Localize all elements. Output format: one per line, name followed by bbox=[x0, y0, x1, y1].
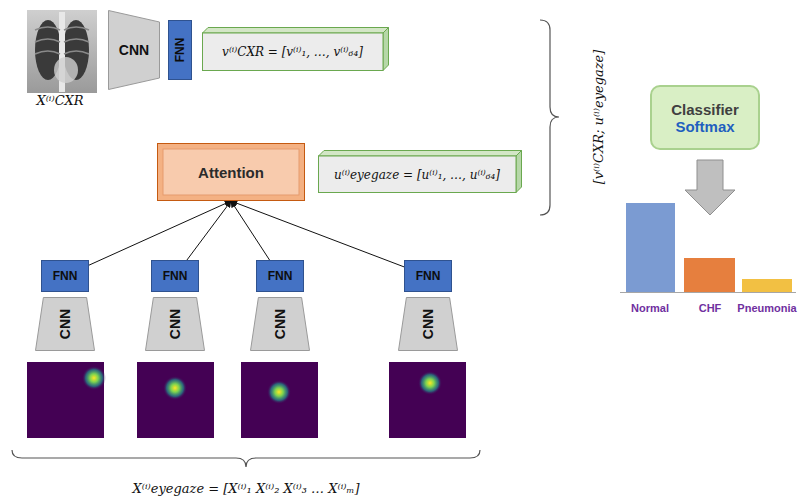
node-text-group: ClassifierSoftmax bbox=[671, 101, 739, 135]
trapezoid bbox=[251, 298, 310, 351]
node-label: CNN bbox=[420, 309, 436, 339]
trapezoid bbox=[146, 298, 205, 351]
node-label: FNN bbox=[416, 269, 441, 283]
class-label: CHF bbox=[699, 302, 722, 314]
bar bbox=[684, 258, 735, 292]
heatmap bbox=[241, 362, 318, 438]
cnn-encoder: CNN bbox=[250, 297, 310, 351]
box-top bbox=[203, 28, 389, 34]
cnn-encoder: CNN bbox=[145, 297, 205, 351]
node-label: CNN bbox=[57, 309, 73, 339]
output-arrow bbox=[685, 160, 735, 215]
fnn-layer: FNN bbox=[404, 260, 452, 292]
box-side bbox=[383, 28, 389, 71]
class-label: Normal bbox=[631, 302, 669, 314]
node-label: CNN bbox=[119, 42, 149, 58]
node-label: Classifier bbox=[671, 101, 739, 118]
fnn-layer: FNN bbox=[151, 260, 199, 292]
trapezoid bbox=[399, 298, 458, 351]
fnn-layer: FNN bbox=[256, 260, 304, 292]
class-label: Pneumonia bbox=[737, 302, 796, 314]
input-label: X⁽ⁱ⁾CXR bbox=[36, 93, 83, 108]
chest-xray bbox=[27, 10, 97, 93]
node-text-group: FNN bbox=[163, 269, 188, 283]
gaze-heatmaps bbox=[27, 362, 466, 438]
bevel-inner bbox=[163, 149, 299, 195]
box-front bbox=[319, 156, 517, 193]
arrow-connector bbox=[89, 201, 231, 265]
classifier-box: ClassifierSoftmax bbox=[650, 85, 760, 150]
right-brace bbox=[540, 20, 559, 215]
bar-chart bbox=[620, 203, 796, 293]
heatmap bbox=[137, 362, 214, 438]
chart-axis bbox=[620, 292, 796, 293]
node-text-group: CNN bbox=[420, 309, 436, 339]
bar bbox=[742, 279, 792, 292]
feature-vector: u⁽ⁱ⁾eyegaze = [u⁽ⁱ⁾₁, …, u⁽ⁱ⁾₆₄] bbox=[318, 150, 522, 193]
box-side bbox=[516, 151, 522, 193]
node-text-group: v⁽ⁱ⁾CXR = [v⁽ⁱ⁾₁, …, v⁽ⁱ⁾₆₄] bbox=[222, 45, 363, 59]
node-label: u⁽ⁱ⁾eyegaze = [u⁽ⁱ⁾₁, …, u⁽ⁱ⁾₆₄] bbox=[334, 168, 500, 182]
node-label: FNN bbox=[53, 269, 78, 283]
gaze-blob bbox=[82, 366, 106, 390]
node-label: FNN bbox=[163, 269, 188, 283]
node-label: Softmax bbox=[675, 118, 734, 135]
node-label: FNN bbox=[268, 269, 293, 283]
node-text-group: u⁽ⁱ⁾eyegaze = [u⁽ⁱ⁾₁, …, u⁽ⁱ⁾₆₄] bbox=[334, 168, 500, 182]
feature-vector: v⁽ⁱ⁾CXR = [v⁽ⁱ⁾₁, …, v⁽ⁱ⁾₆₄] bbox=[202, 27, 389, 71]
node-text-group: CNN bbox=[167, 309, 183, 339]
node-text-group: FNN bbox=[53, 269, 78, 283]
box-top bbox=[319, 151, 522, 157]
node-text-group: FNN bbox=[416, 269, 441, 283]
concat-label: [v⁽ⁱ⁾CXR; u⁽ⁱ⁾eyegaze] bbox=[591, 50, 606, 185]
node-label: CNN bbox=[272, 309, 288, 339]
bevel-outer bbox=[158, 144, 305, 201]
node-text-group: FNN bbox=[173, 38, 187, 63]
bottom-brace bbox=[12, 450, 480, 467]
node-text-group: Attention bbox=[198, 164, 264, 181]
cnn-encoder: CNN bbox=[398, 297, 458, 351]
heatmap bbox=[389, 362, 466, 438]
arrow-connector bbox=[187, 201, 231, 260]
box-front bbox=[203, 33, 384, 71]
node-label: Attention bbox=[198, 164, 264, 181]
fnn-layer: FNN bbox=[168, 20, 192, 80]
node-text-group: CNN bbox=[272, 309, 288, 339]
cnn-encoder: CNN bbox=[35, 297, 95, 351]
node-label: CNN bbox=[167, 309, 183, 339]
fnn-layer: FNN bbox=[41, 260, 89, 292]
bar bbox=[626, 203, 675, 292]
node-label: v⁽ⁱ⁾CXR = [v⁽ⁱ⁾₁, …, v⁽ⁱ⁾₆₄] bbox=[222, 45, 363, 59]
trapezoid bbox=[36, 298, 95, 351]
trapezoid bbox=[109, 11, 160, 90]
gaze-blob bbox=[163, 376, 187, 400]
attention-block: Attention bbox=[157, 143, 305, 201]
arrow-connector bbox=[231, 201, 404, 267]
xray-heart bbox=[54, 57, 78, 83]
node-label: FNN bbox=[173, 38, 187, 63]
node-text-group: FNN bbox=[268, 269, 293, 283]
input-label: X⁽ⁱ⁾eyegaze = [X⁽ⁱ⁾₁ X⁽ⁱ⁾₂ X⁽ⁱ⁾₃ … X⁽ⁱ⁾ₘ… bbox=[132, 481, 359, 496]
gaze-blob bbox=[418, 371, 442, 395]
node-text-group: CNN bbox=[57, 309, 73, 339]
gaze-blob bbox=[267, 380, 291, 404]
node-text-group: CNN bbox=[119, 42, 149, 58]
xray-ribs bbox=[35, 27, 89, 54]
arrow-connector bbox=[231, 201, 270, 260]
cnn-encoder: CNN bbox=[108, 10, 160, 90]
xray-frame bbox=[27, 10, 97, 93]
